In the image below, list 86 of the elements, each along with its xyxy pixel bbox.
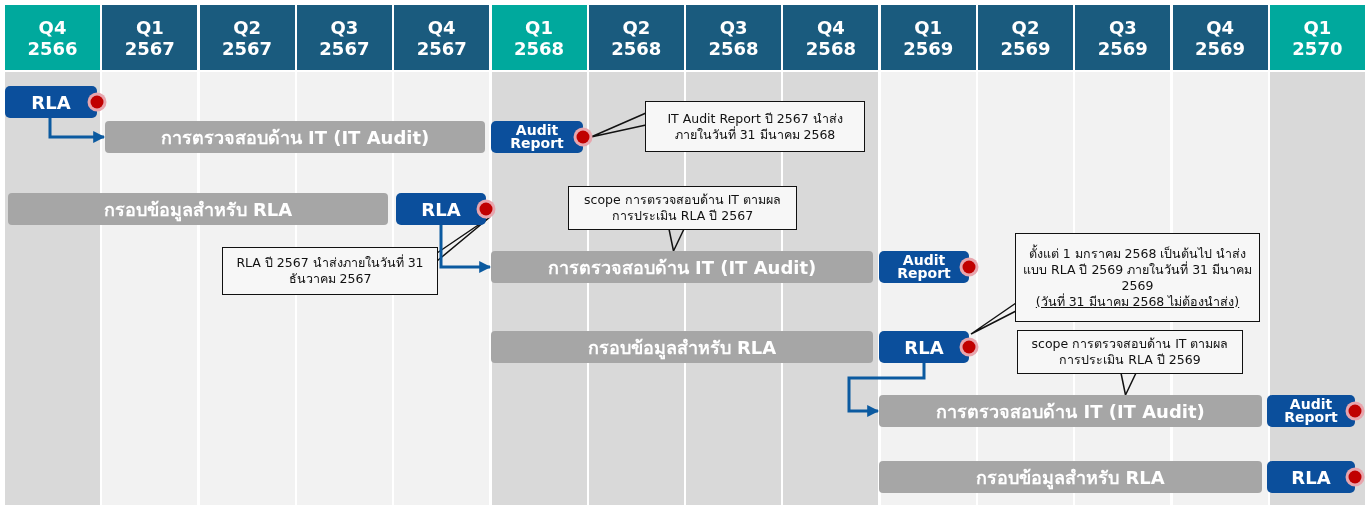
milestone-box: [1267, 395, 1355, 427]
quarter-header: [102, 5, 198, 70]
callout-tail: [436, 216, 491, 262]
callout-text: (วันที่ 31 มีนาคม 2568 ไม่ต้องนำส่ง): [1035, 293, 1240, 310]
quarter-header: [5, 5, 100, 70]
quarter-label: Q1: [525, 16, 553, 38]
quarter-label: 2569: [1097, 37, 1148, 59]
milestone-label: Audit Report: [1283, 398, 1339, 424]
quarter-header: [588, 5, 684, 70]
milestone-box: [5, 86, 97, 118]
quarter-label: 2567: [222, 37, 273, 59]
quarter-header: [880, 5, 976, 70]
quarter-label: 2570: [1292, 37, 1343, 59]
callout-tail: [970, 302, 1017, 335]
quarter-label: Q3: [1108, 16, 1137, 38]
milestone-label: RLA: [421, 198, 461, 220]
arrow: [439, 225, 492, 273]
quarter-label: 2569: [903, 37, 954, 59]
quarter-label: Q3: [330, 16, 359, 38]
quarter-header: [394, 5, 490, 70]
milestone-box: [879, 251, 969, 283]
milestone-label: RLA: [1291, 466, 1331, 488]
quarter-label: Q3: [719, 16, 748, 38]
activity-bar: [8, 193, 388, 225]
quarter-header: [296, 5, 392, 70]
activity-label: กรอบข้อมูลสำหรับ RLA: [103, 197, 293, 224]
milestone-label: Audit Report: [509, 124, 565, 150]
quarter-label: 2567: [124, 37, 175, 59]
quarter-header: [491, 5, 587, 70]
callout-bubble: [645, 101, 865, 152]
milestone-box: [491, 121, 583, 153]
activity-bar: [491, 331, 873, 363]
activity-bar: [491, 251, 873, 283]
callout-text: scope การตรวจสอบด้าน IT ตามผลการประเมิน RLA ปี 2567: [583, 192, 782, 224]
milestone-label: Audit Report: [896, 254, 952, 280]
activity-label: การตรวจสอบด้าน IT (IT Audit): [547, 255, 817, 280]
activity-label: การตรวจสอบด้าน IT (IT Audit): [936, 399, 1205, 424]
milestone-box: [879, 331, 969, 363]
callout-text: RLA ปี 2567 นำส่งภายในวันที่ 31 ธันวาคม 2567: [235, 255, 425, 287]
quarter-header: [1269, 5, 1365, 70]
arrow: [48, 118, 106, 143]
activity-bar: [879, 461, 1262, 493]
quarter-label: Q1: [135, 16, 164, 38]
quarter-header: [1172, 5, 1268, 70]
activity-label: การตรวจสอบด้าน IT (IT Audit): [160, 125, 430, 150]
callout-tail: [1120, 372, 1137, 396]
quarter-label: Q4: [1206, 16, 1234, 38]
callout-tail: [668, 228, 685, 252]
quarter-header: [978, 5, 1073, 70]
callout-text: ตั้งแต่ 1 มกราคม 2568 เป็นต้นไป นำส่งแบบ RLA ปี 2569 ภายในวันที่ 31 มีนาคม 2569: [1022, 245, 1253, 293]
quarter-label: 2568: [708, 37, 759, 59]
quarter-header: [199, 5, 295, 70]
quarter-label: Q2: [622, 16, 651, 38]
callout-bubble: [222, 247, 438, 295]
quarter-label: Q1: [914, 16, 943, 38]
quarter-label: 2567: [319, 37, 370, 59]
quarter-label: Q4: [38, 16, 67, 38]
quarter-header: [783, 5, 879, 70]
activity-bar: [879, 395, 1262, 427]
milestone-label: RLA: [904, 336, 944, 358]
quarter-label: Q2: [233, 16, 261, 38]
callout-text: scope การตรวจสอบด้าน IT ตามผลการประเมิน RLA ปี 2569: [1030, 336, 1230, 368]
quarter-label: 2567: [416, 37, 467, 59]
milestone-label: RLA: [31, 91, 71, 113]
quarter-label: Q4: [427, 16, 456, 38]
quarter-label: 2569: [1000, 37, 1051, 59]
arrow: [847, 363, 926, 417]
activity-label: กรอบข้อมูลสำหรับ RLA: [587, 335, 777, 362]
quarter-label: Q2: [1011, 16, 1040, 38]
callout-bubble: [1015, 233, 1260, 322]
activity-bar: [105, 121, 485, 153]
callout-text: IT Audit Report ปี 2567 นำส่ง ภายในวันที่ 31 มีนาคม 2568: [666, 110, 844, 143]
activity-label: กรอบข้อมูลสำหรับ RLA: [976, 465, 1165, 492]
quarter-label: 2568: [611, 37, 662, 59]
quarter-label: 2568: [805, 37, 856, 59]
quarter-label: 2569: [1195, 37, 1246, 59]
quarter-label: 2566: [27, 37, 78, 59]
quarter-label: Q1: [1303, 16, 1332, 38]
callout-bubble: [1017, 330, 1243, 374]
milestone-box: [396, 193, 486, 225]
milestone-box: [1267, 461, 1355, 493]
quarter-header: [1075, 5, 1171, 70]
quarter-header: [686, 5, 782, 70]
quarter-label: Q4: [816, 16, 845, 38]
callout-bubble: [568, 186, 797, 230]
quarter-label: 2568: [513, 37, 565, 59]
